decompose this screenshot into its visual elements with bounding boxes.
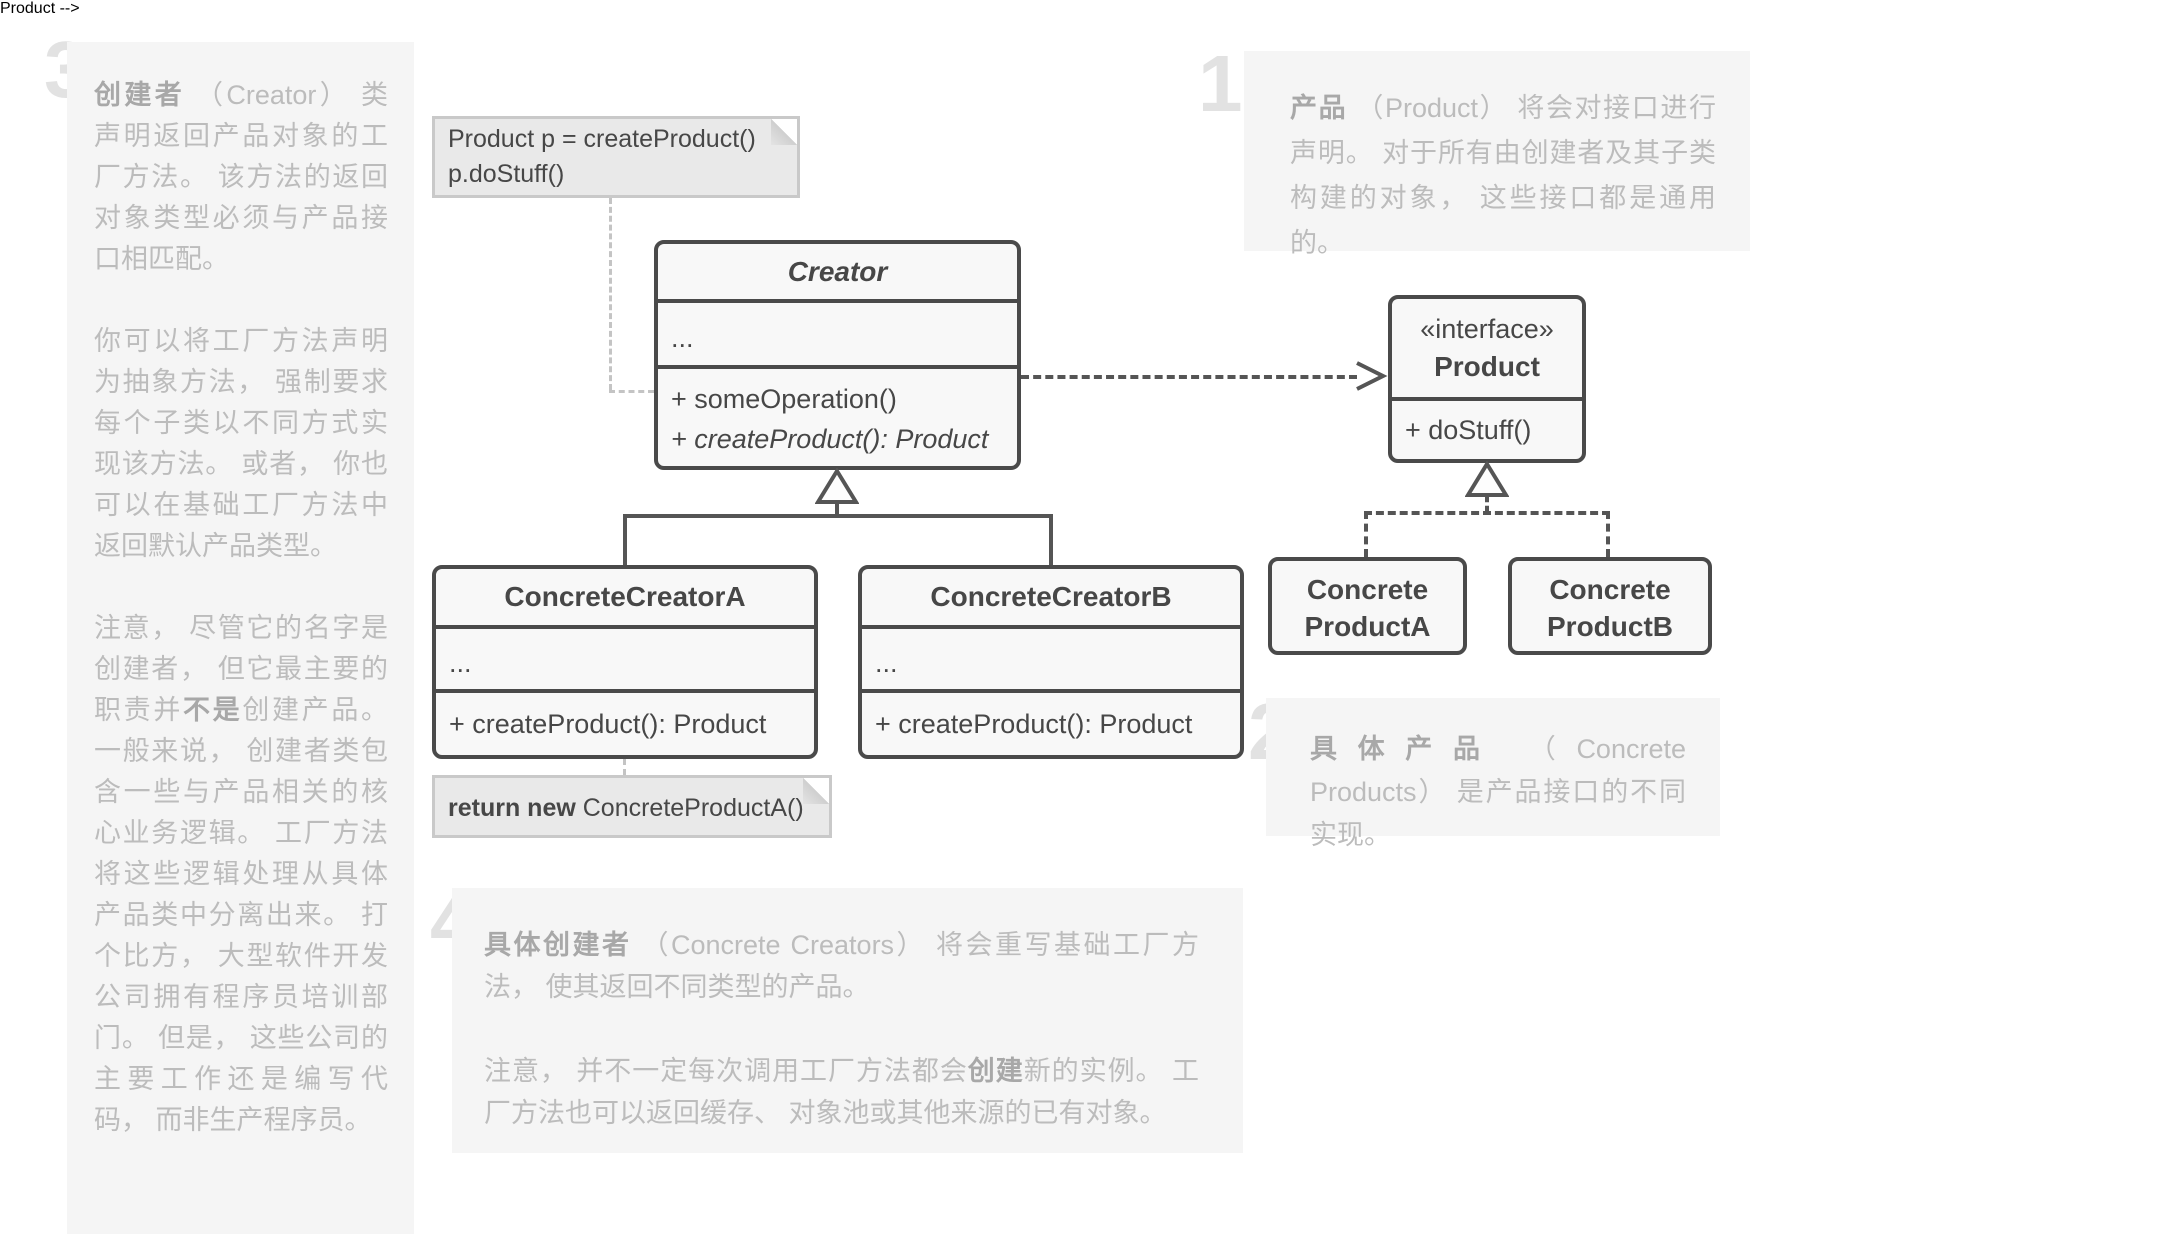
concrete-products-paragraph-text: （Concrete Products） 是产品接口的不同实现。: [1310, 734, 1686, 850]
concrete-creators-paragraph-1: 具体创建者 （Concrete Creators） 将会重写基础工厂方法， 使其…: [484, 924, 1199, 1008]
concrete-creators-paragraph-2-text-a: 注意， 并不一定每次调用工厂方法都会: [484, 1056, 968, 1086]
concrete-creator-b-fields-row: ...: [862, 625, 1240, 689]
product-interface-box: «interface» Product + doStuff(): [1388, 295, 1586, 463]
concrete-product-a-line-1: Concrete: [1306, 574, 1429, 605]
creator-method-createproduct: + createProduct(): Product: [671, 424, 989, 454]
creator-methods-row: + someOperation() + createProduct(): Pro…: [658, 365, 1017, 466]
concrete-creator-b-method: + createProduct(): Product: [862, 689, 1240, 755]
realization-branch-b: [1606, 511, 1610, 557]
concrete-products-paragraph: 具体产品 （Concrete Products） 是产品接口的不同实现。: [1310, 728, 1686, 857]
creator-term: 创建者: [94, 80, 186, 110]
product-paragraph-text: （Product） 将会对接口进行声明。 对于所有由创建者及其子类构建的对象， …: [1290, 93, 1717, 258]
annotation-panel-concrete-creators: 具体创建者 （Concrete Creators） 将会重写基础工厂方法， 使其…: [452, 888, 1243, 1153]
client-code-note: Product p = createProduct() p.doStuff(): [432, 116, 800, 198]
dependency-line: [1021, 375, 1357, 379]
creator-paragraph-3-text-b: 创建产品。 一般来说， 创建者类包含一些与产品相关的核心业务逻辑。 工厂方法将这…: [94, 695, 389, 1135]
creator-paragraph-3: 注意， 尽管它的名字是创建者， 但它最主要的职责并不是创建产品。 一般来说， 创…: [94, 608, 388, 1141]
return-note-connector: [623, 759, 626, 775]
section-number-1: 1: [1198, 39, 1243, 128]
return-note: return new ConcreteProductA(): [432, 775, 832, 838]
concrete-creators-paragraph-2-emphasis: 创建: [967, 1056, 1024, 1086]
concrete-creator-b-box: ConcreteCreatorB ... + createProduct(): …: [858, 565, 1244, 759]
inheritance-stem: [835, 502, 839, 516]
inheritance-branch-b: [1049, 514, 1053, 565]
product-paragraph: 产品 （Product） 将会对接口进行声明。 对于所有由创建者及其子类构建的对…: [1290, 86, 1716, 266]
concrete-product-b-line-1: Concrete: [1549, 574, 1671, 605]
annotation-panel-concrete-products: 具体产品 （Concrete Products） 是产品接口的不同实现。: [1266, 698, 1720, 850]
concrete-product-b-line-2: ProductB: [1547, 611, 1673, 642]
return-note-keyword: return new: [448, 794, 576, 822]
client-code-line-1: Product p = createProduct(): [448, 125, 756, 153]
note-fold-icon: [803, 778, 829, 804]
client-note-connector-horizontal: [609, 390, 654, 393]
product-header: «interface» Product: [1392, 299, 1582, 397]
product-term: 产品: [1290, 93, 1348, 123]
return-note-text: ConcreteProductA(): [575, 794, 804, 822]
creator-method-someoperation: + someOperation(): [671, 384, 897, 414]
concrete-creator-a-method: + createProduct(): Product: [436, 689, 814, 755]
product-stereotype: «interface»: [1420, 314, 1554, 344]
realization-stem: [1485, 495, 1489, 513]
creator-fields-row: ...: [658, 299, 1017, 365]
concrete-creators-paragraph-2-text-b: 新的实例。 工厂方法也可以返回缓存、 对象池或其他来源的已有对象。: [484, 1056, 1199, 1128]
concrete-creator-b-name: ConcreteCreatorB: [930, 581, 1172, 612]
inheritance-branch-a: [623, 514, 627, 565]
creator-paragraph-3-text-a: 注意， 尽管它的名字是创建者， 但它最主要的职责并: [94, 613, 388, 725]
concrete-creator-a-fields-row: ...: [436, 625, 814, 689]
client-note-connector-vertical: [609, 198, 612, 390]
creator-paragraph-3-emphasis: 不是: [183, 695, 243, 725]
concrete-creators-term: 具体创建者: [484, 930, 632, 960]
concrete-creators-paragraph-1-text: （Concrete Creators） 将会重写基础工厂方法， 使其返回不同类型…: [484, 930, 1200, 1002]
concrete-product-a-line-2: ProductA: [1304, 611, 1431, 642]
concrete-products-term: 具体产品: [1310, 734, 1501, 764]
creator-class-box: Creator ... + someOperation() + createPr…: [654, 240, 1021, 470]
product-method-dostuff: + doStuff(): [1392, 397, 1582, 459]
realization-branch-a: [1364, 511, 1368, 557]
concrete-creators-paragraph-2: 注意， 并不一定每次调用工厂方法都会创建新的实例。 工厂方法也可以返回缓存、 对…: [484, 1050, 1199, 1134]
creator-class-name: Creator: [787, 256, 888, 287]
concrete-creator-a-box: ConcreteCreatorA ... + createProduct(): …: [432, 565, 818, 759]
creator-paragraph-1-text: （Creator） 类声明返回产品对象的工厂方法。 该方法的返回对象类型必须与产…: [94, 80, 388, 274]
note-fold-icon: [771, 119, 797, 145]
creator-paragraph-1: 创建者 （Creator） 类声明返回产品对象的工厂方法。 该方法的返回对象类型…: [94, 75, 388, 280]
concrete-product-b-box: Concrete ProductB: [1508, 557, 1712, 655]
concrete-creator-a-name: ConcreteCreatorA: [504, 581, 746, 612]
annotation-panel-product: 产品 （Product） 将会对接口进行声明。 对于所有由创建者及其子类构建的对…: [1244, 51, 1750, 258]
client-code-line-2: p.doStuff(): [448, 160, 565, 188]
product-interface-name: Product: [1434, 351, 1540, 382]
realization-triangle-icon: [1465, 461, 1509, 497]
creator-paragraph-2: 你可以将工厂方法声明为抽象方法， 强制要求每个子类以不同方式实现该方法。 或者，…: [94, 326, 388, 561]
inheritance-crossbar: [623, 514, 1053, 518]
inheritance-triangle-icon: [815, 468, 859, 504]
annotation-panel-creator: 创建者 （Creator） 类声明返回产品对象的工厂方法。 该方法的返回对象类型…: [67, 42, 414, 1234]
concrete-product-a-box: Concrete ProductA: [1268, 557, 1467, 655]
realization-crossbar: [1364, 511, 1610, 515]
dependency-arrowhead-icon: [1356, 361, 1388, 391]
